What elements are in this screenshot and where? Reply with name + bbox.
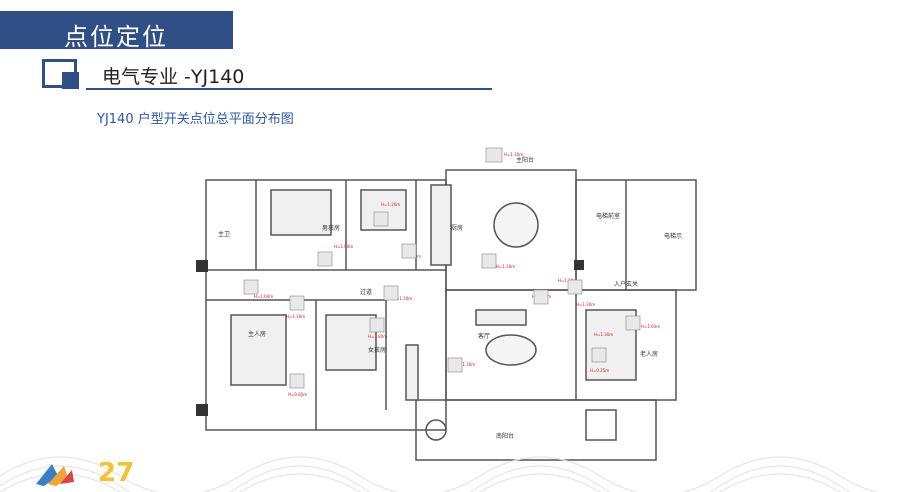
height-label-3: H=1.00m — [334, 244, 353, 249]
room-main-balcony: 主阳台 — [516, 156, 534, 164]
switch-box — [625, 315, 641, 331]
switch-box — [383, 285, 399, 301]
room-elevator: 电梯示 — [664, 232, 682, 240]
height-label-17: H=1.30m — [558, 278, 577, 283]
switch-box — [485, 147, 503, 163]
room-master-bed: 主人房 — [248, 330, 266, 338]
bottom-decoration — [0, 456, 923, 492]
height-label-5: H=1.30m — [496, 264, 515, 269]
switch-box — [373, 211, 389, 227]
height-label-2: H=1.30m — [381, 202, 400, 207]
switch-box — [533, 289, 549, 305]
switch-box — [289, 373, 305, 389]
room-master-bath: 主卫 — [218, 230, 230, 238]
switch-box — [317, 251, 333, 267]
height-label-16: H=0.35m — [590, 368, 609, 373]
pillar-left — [196, 260, 208, 272]
floor-plan: 主阳台 电梯前室 电梯示 主卫 男孩房 厨房 过道 入户玄关 主人房 女孩房 客… — [196, 147, 697, 461]
height-label-15: H=1.60m — [641, 324, 660, 329]
pillar-right — [574, 260, 584, 270]
switch-box — [369, 317, 385, 333]
switch-box — [401, 243, 417, 259]
subtitle-underline — [86, 88, 492, 90]
switch-box — [447, 357, 463, 373]
room-corridor: 过道 — [360, 288, 372, 296]
height-label-10: H=1.30m — [286, 314, 305, 319]
company-logo — [36, 464, 74, 486]
switch-box — [591, 347, 607, 363]
room-kitchen: 厨房 — [451, 224, 463, 232]
height-label-7: H=1.30m — [393, 296, 412, 301]
section-subtitle: 电气专业 -YJ140 — [102, 66, 245, 88]
height-label-14: H=1.30m — [594, 332, 613, 337]
height-label-11: H=1.80m — [368, 334, 387, 339]
switch-box — [567, 279, 583, 295]
switch-box — [481, 253, 497, 269]
room-boy: 男孩房 — [322, 224, 340, 232]
switch-box — [243, 279, 259, 295]
height-label-1: H=1.30m — [504, 152, 523, 157]
plan-caption: YJ140 户型开关点位总平面分布图 — [97, 112, 294, 127]
section-title-bar: 点位定位 — [0, 11, 233, 51]
room-living: 客厅 — [478, 332, 490, 340]
room-south-balcony: 南阳台 — [496, 432, 514, 440]
pillar-bottom — [196, 404, 208, 416]
room-elder: 老人房 — [640, 350, 658, 358]
page-title: 点位定位 — [64, 23, 168, 51]
height-label-12: H=1.30m — [456, 362, 475, 367]
height-label-9: H=1.30m — [576, 302, 595, 307]
logo-text: 27 — [98, 458, 135, 488]
switch-box — [289, 295, 305, 311]
height-label-6: H=1.60m — [254, 294, 273, 299]
room-girl: 女孩房 — [368, 346, 386, 354]
height-label-13: H=0.85m — [288, 392, 307, 397]
section-marker-inner — [62, 72, 79, 89]
room-elevator-hall: 电梯前室 — [596, 212, 620, 220]
room-entrance: 入户玄关 — [614, 280, 638, 288]
